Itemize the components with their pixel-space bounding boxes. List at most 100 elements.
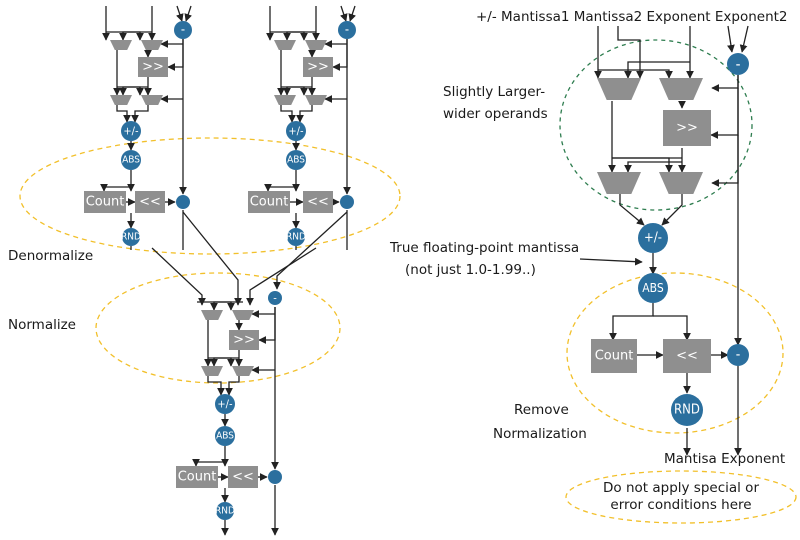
mux bbox=[305, 95, 327, 105]
shift-left-block-large bbox=[663, 339, 711, 373]
wire bbox=[619, 194, 645, 226]
rnd-node-label: RND bbox=[286, 232, 306, 243]
abs-node-label: ABS bbox=[216, 431, 234, 442]
outputs-label: Mantisa Exponent bbox=[664, 451, 785, 467]
abs-node-label: ABS bbox=[287, 155, 305, 166]
wire bbox=[116, 105, 131, 123]
wire bbox=[612, 157, 673, 173]
mux bbox=[597, 172, 641, 194]
wire bbox=[624, 161, 682, 173]
wires bbox=[100, 5, 749, 536]
true-fp-mantissa-label: True floating-point mantissa bbox=[389, 240, 579, 256]
wire bbox=[210, 301, 243, 311]
wire bbox=[192, 446, 226, 467]
wire bbox=[711, 135, 739, 187]
rnd-node bbox=[216, 502, 234, 520]
rnd-node bbox=[122, 228, 140, 246]
add-sub-node bbox=[286, 121, 306, 141]
add-sub-node-label: +/- bbox=[217, 398, 233, 411]
shift-left-block-large-label: << bbox=[676, 349, 698, 364]
add-sub-node bbox=[121, 121, 141, 141]
wire bbox=[617, 26, 644, 79]
shift-right-block-label: >> bbox=[307, 60, 329, 75]
abs-node bbox=[121, 150, 141, 170]
abs-node-large bbox=[638, 273, 668, 303]
wire bbox=[598, 69, 673, 79]
components: ->>+/-ABSCount<<RND->>+/-ABSCount<<RND->… bbox=[84, 21, 749, 520]
exponent-subtract-node-large-label: - bbox=[736, 55, 741, 73]
shift-right-block bbox=[303, 57, 333, 77]
normalize-ellipse bbox=[95, 272, 341, 384]
shift-right-block-label: >> bbox=[233, 333, 255, 348]
wire bbox=[119, 86, 148, 96]
rnd-node-large-label: RND bbox=[674, 403, 700, 418]
mux bbox=[597, 78, 641, 100]
wire bbox=[208, 357, 235, 367]
add-sub-node-large bbox=[638, 223, 668, 253]
not-just-label: (not just 1.0-1.99..) bbox=[405, 262, 536, 278]
rnd-node bbox=[287, 228, 305, 246]
wire bbox=[182, 211, 242, 306]
wire bbox=[661, 194, 683, 226]
count-block bbox=[248, 191, 290, 213]
wire bbox=[653, 315, 691, 341]
slightly-larger-label: Slightly Larger- bbox=[443, 84, 545, 100]
wire bbox=[281, 86, 308, 96]
wire bbox=[711, 75, 739, 92]
wire bbox=[131, 105, 149, 123]
shift-left-block-label: << bbox=[232, 470, 254, 485]
wire bbox=[184, 5, 192, 22]
exponent-subtract-node bbox=[338, 21, 356, 39]
count-block bbox=[176, 466, 218, 488]
wire bbox=[264, 170, 297, 192]
exponent-subtract-node bbox=[268, 291, 282, 305]
wire bbox=[348, 5, 356, 22]
mux bbox=[232, 310, 254, 320]
count-block-label: Count bbox=[86, 195, 125, 210]
wire bbox=[258, 307, 276, 344]
shift-left-block bbox=[135, 191, 165, 213]
abs-node-large-label: ABS bbox=[642, 281, 664, 295]
rnd-node-large bbox=[671, 394, 703, 426]
shift-left-block-label: << bbox=[139, 195, 161, 210]
inputs-label: +/- Mantissa1 Mantissa2 Exponent Exponen… bbox=[476, 9, 788, 25]
wire bbox=[119, 31, 152, 41]
count-block-large bbox=[591, 339, 637, 373]
remove-normalization-ellipse bbox=[566, 272, 784, 434]
wire bbox=[727, 25, 735, 53]
shift-right-block bbox=[229, 330, 259, 350]
wider-operands-ellipse bbox=[559, 39, 753, 211]
wire bbox=[296, 105, 313, 123]
wire bbox=[100, 170, 132, 192]
wire bbox=[167, 39, 184, 71]
no-special-label-2: error conditions here bbox=[610, 497, 751, 513]
exponent-subtract-node-large bbox=[727, 53, 749, 75]
mux bbox=[659, 172, 703, 194]
mux bbox=[201, 310, 223, 320]
exponent-subtract-node-label: - bbox=[181, 23, 185, 38]
wire bbox=[624, 61, 690, 79]
mux bbox=[110, 40, 132, 50]
exponent-node-large bbox=[727, 344, 749, 366]
mux bbox=[141, 40, 163, 50]
mux bbox=[274, 40, 296, 50]
wire bbox=[710, 88, 739, 139]
wire bbox=[273, 211, 348, 290]
wire bbox=[280, 105, 296, 123]
shift-right-block-large bbox=[663, 110, 711, 146]
mux bbox=[274, 95, 296, 105]
wire bbox=[332, 39, 348, 71]
exponent-node bbox=[340, 195, 354, 209]
mux bbox=[305, 40, 327, 50]
abs-node bbox=[286, 150, 306, 170]
no-special-conditions-ellipse bbox=[565, 470, 797, 524]
wider-operands-label: wider operands bbox=[443, 106, 548, 122]
wire bbox=[609, 303, 654, 341]
count-block-label: Count bbox=[178, 470, 217, 485]
mux bbox=[110, 95, 132, 105]
shift-right-block-large-label: >> bbox=[676, 121, 698, 136]
exponent-node bbox=[176, 195, 190, 209]
shift-left-block-label: << bbox=[307, 195, 329, 210]
shift-right-block-label: >> bbox=[142, 60, 164, 75]
exponent-subtract-node-label: - bbox=[345, 23, 349, 38]
